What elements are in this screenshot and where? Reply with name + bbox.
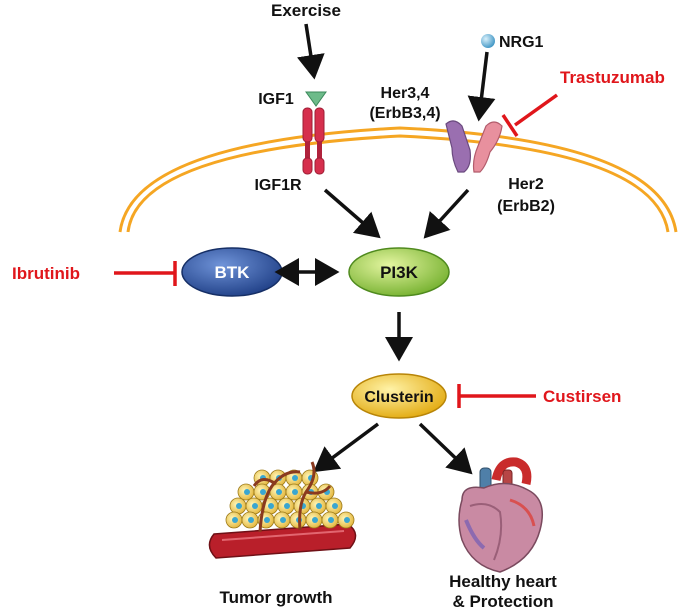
tumor-cell-nucleus [264,517,270,523]
arrow-clusterin-to-tumor [313,422,380,473]
ibrutinib-inhibition [114,261,177,286]
tumor-cell-nucleus [344,517,350,523]
btk-label: BTK [215,263,251,282]
pi3k-node [348,247,450,297]
clusterin-node [351,373,447,419]
arrow-her-to-pi3k [423,188,470,239]
tumor-cell-nucleus [280,517,286,523]
her34-label-line1: Her3,4 [381,85,430,102]
tumor-cell-nucleus [284,503,290,509]
pi3k-label: PI3K [380,263,419,282]
her2-receptor-icon [472,121,503,173]
her2-label-line1: Her2 [508,176,544,193]
arrow-exercise-to-igf1 [296,23,325,80]
tumor-cell-nucleus [292,475,298,481]
arrow-igf1r-to-pi3k [323,188,381,239]
nrg1-ball-icon [481,34,495,48]
trastuzumab-label: Trastuzumab [560,68,665,87]
tumor-cell-nucleus [236,503,242,509]
tumor-cell-nucleus [232,517,238,523]
tumor-cell-nucleus [316,503,322,509]
custirsen-inhibition [457,384,536,408]
cell-membrane [118,126,678,233]
tumor-cell-nucleus [332,503,338,509]
clusterin-label: Clusterin [364,389,433,406]
nrg1-label: NRG1 [499,34,544,51]
trastuzumab-inhibition [501,93,559,137]
tumor-cell-nucleus [328,517,334,523]
igf1r-receptor-icon [302,107,325,175]
tumor-cell-nucleus [248,517,254,523]
her34-receptor-icon [445,120,471,173]
tumor-cell-nucleus [268,503,274,509]
tumor-growth-label: Tumor growth [220,588,333,607]
heart-illustration-icon [458,457,543,573]
arrow-nrg1-to-her [467,51,496,122]
igf1-triangle-icon [305,91,327,107]
her34-label-line2: (ErbB3,4) [369,105,440,122]
tumor-cell-nucleus [260,489,266,495]
tumor-cell-nucleus [312,517,318,523]
her2-label-line2: (ErbB2) [497,198,555,215]
exercise-label: Exercise [271,1,341,20]
tumor-cell-nucleus [276,489,282,495]
tumor-cell-nucleus [244,489,250,495]
igf1r-label: IGF1R [254,177,302,194]
igf1-label: IGF1 [258,91,294,108]
ibrutinib-label: Ibrutinib [12,264,80,283]
tumor-cell-nucleus [252,503,258,509]
heart-label-line1: Healthy heart [449,572,557,591]
heart-label-line2: & Protection [452,592,553,611]
tumor-cell-nucleus [292,489,298,495]
tumor-illustration-icon [208,461,357,559]
custirsen-label: Custirsen [543,387,621,406]
arrow-clusterin-to-heart [418,422,473,475]
